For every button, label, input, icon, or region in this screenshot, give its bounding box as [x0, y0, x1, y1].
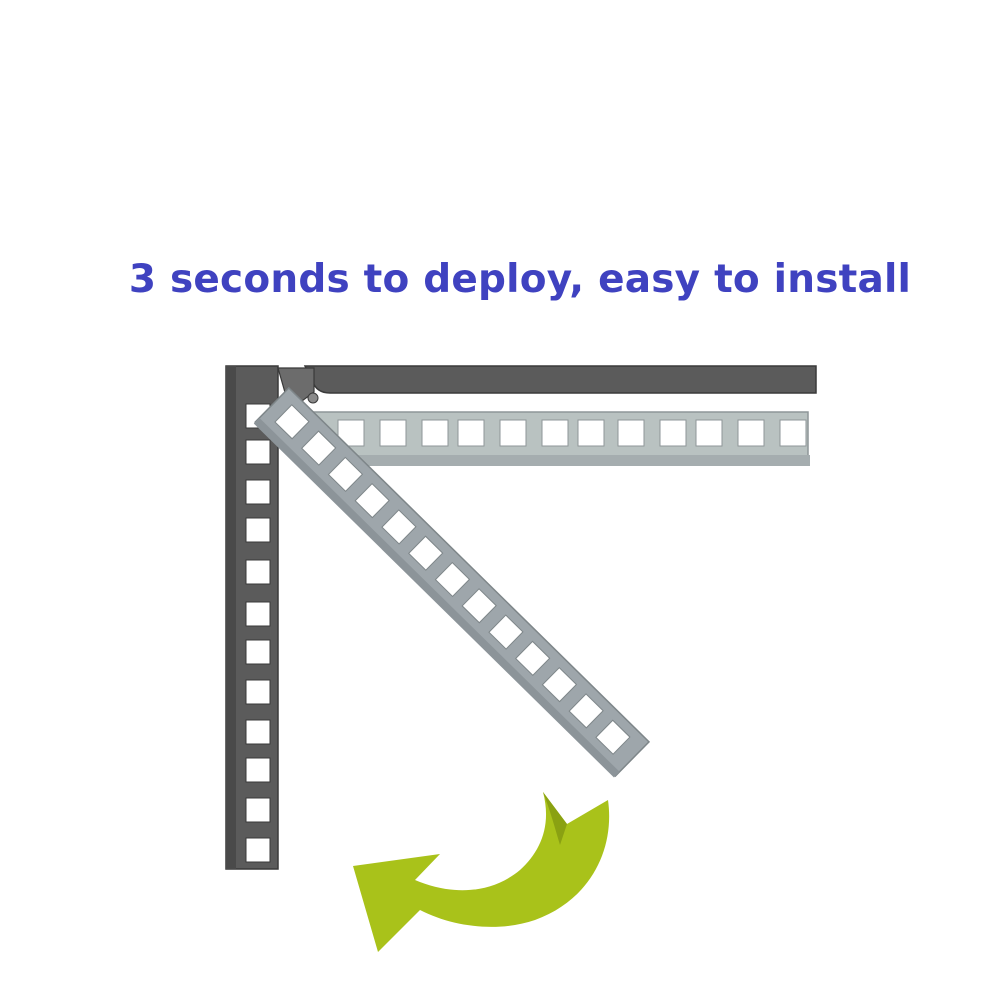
rail-swing-holes [274, 404, 631, 755]
rail-swing-edge [253, 417, 620, 778]
rack-rail-swinging [253, 386, 651, 778]
rail-horizontal-hole [457, 419, 485, 447]
rail-swing-hole [381, 509, 417, 545]
rack-post-shade [226, 366, 236, 869]
rail-horizontal-hole [577, 419, 605, 447]
rail-swing-hole [488, 614, 524, 650]
rack-rail-horizontal [309, 411, 810, 466]
rail-horizontal-hole [659, 419, 687, 447]
rail-horizontal-hole [617, 419, 645, 447]
rack-post-holes [245, 403, 271, 863]
top-frame-bar [303, 365, 817, 394]
rail-swing-hole [541, 666, 578, 703]
rail-horizontal-hole [499, 419, 527, 447]
rack-post-hole [245, 837, 271, 863]
rail-swing-hole [568, 693, 604, 729]
rack-post-hole [245, 757, 271, 783]
curved-rotation-arrow-icon [353, 792, 610, 952]
rail-swing-hole [434, 561, 471, 598]
rail-swing-hole [595, 719, 631, 755]
rail-horizontal-hole [695, 419, 723, 447]
rack-post-hole [245, 517, 271, 543]
rail-swing-hole [301, 430, 337, 466]
rail-swing-hole [461, 588, 497, 624]
rack-post-hole [245, 639, 271, 665]
rail-swing-hole [327, 456, 364, 493]
arrow-shade [543, 792, 567, 845]
rack-top-frame [303, 365, 817, 394]
rail-swing-hole [354, 482, 390, 519]
rail-horizontal-holes [337, 419, 807, 447]
rack-post-hole [245, 679, 271, 705]
hinge-screw [307, 392, 319, 404]
rack-post [225, 365, 279, 870]
rail-swing-hole [408, 535, 444, 571]
rail-swing-hole [514, 640, 551, 677]
rack-post-hole [245, 439, 271, 465]
rack-post-hole [245, 719, 271, 745]
rail-horizontal-hole [541, 419, 569, 447]
arrow-body [353, 792, 610, 952]
feature-headline: 3 seconds to deploy, easy to install [128, 257, 912, 302]
rail-horizontal-hole [737, 419, 765, 447]
rail-horizontal-lip [310, 455, 810, 466]
rack-post-hole [245, 601, 271, 627]
rack-post-hole [245, 479, 271, 505]
rail-horizontal-hole [379, 419, 407, 447]
rack-post-hole [245, 559, 271, 585]
rail-horizontal-hole [779, 419, 807, 447]
rack-post-hole [245, 797, 271, 823]
rail-swing-hole [274, 404, 310, 440]
rail-horizontal-hole [421, 419, 449, 447]
